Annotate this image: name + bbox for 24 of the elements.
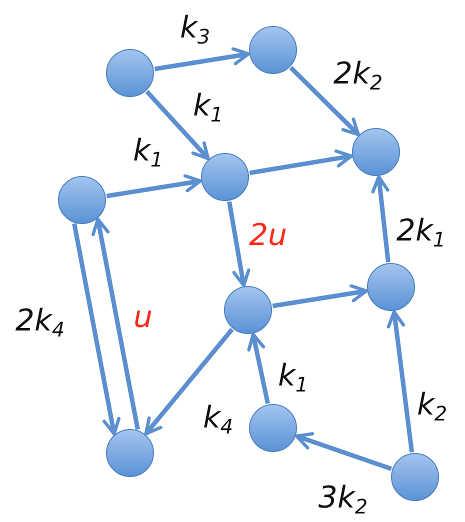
arrow — [144, 328, 234, 436]
arrow — [371, 175, 390, 262]
arrow — [249, 149, 353, 176]
arrow — [272, 284, 368, 308]
state-circle — [106, 429, 154, 477]
state-circle — [249, 26, 297, 74]
state-circle — [201, 153, 249, 201]
arrow — [227, 201, 250, 288]
state-circle — [224, 286, 272, 334]
state-circle — [249, 404, 297, 452]
state-circle — [58, 176, 106, 224]
arrow — [145, 90, 210, 160]
arrow — [386, 310, 414, 452]
arrow — [92, 218, 140, 430]
state-circle — [106, 49, 154, 97]
arrow — [72, 223, 120, 436]
state-circle — [391, 453, 439, 501]
state-circle — [352, 128, 400, 176]
arrow — [294, 432, 392, 471]
arrow — [247, 332, 270, 404]
arrow — [106, 174, 202, 198]
arrow — [154, 47, 250, 72]
arrow — [289, 66, 360, 136]
state-circle — [367, 263, 415, 311]
